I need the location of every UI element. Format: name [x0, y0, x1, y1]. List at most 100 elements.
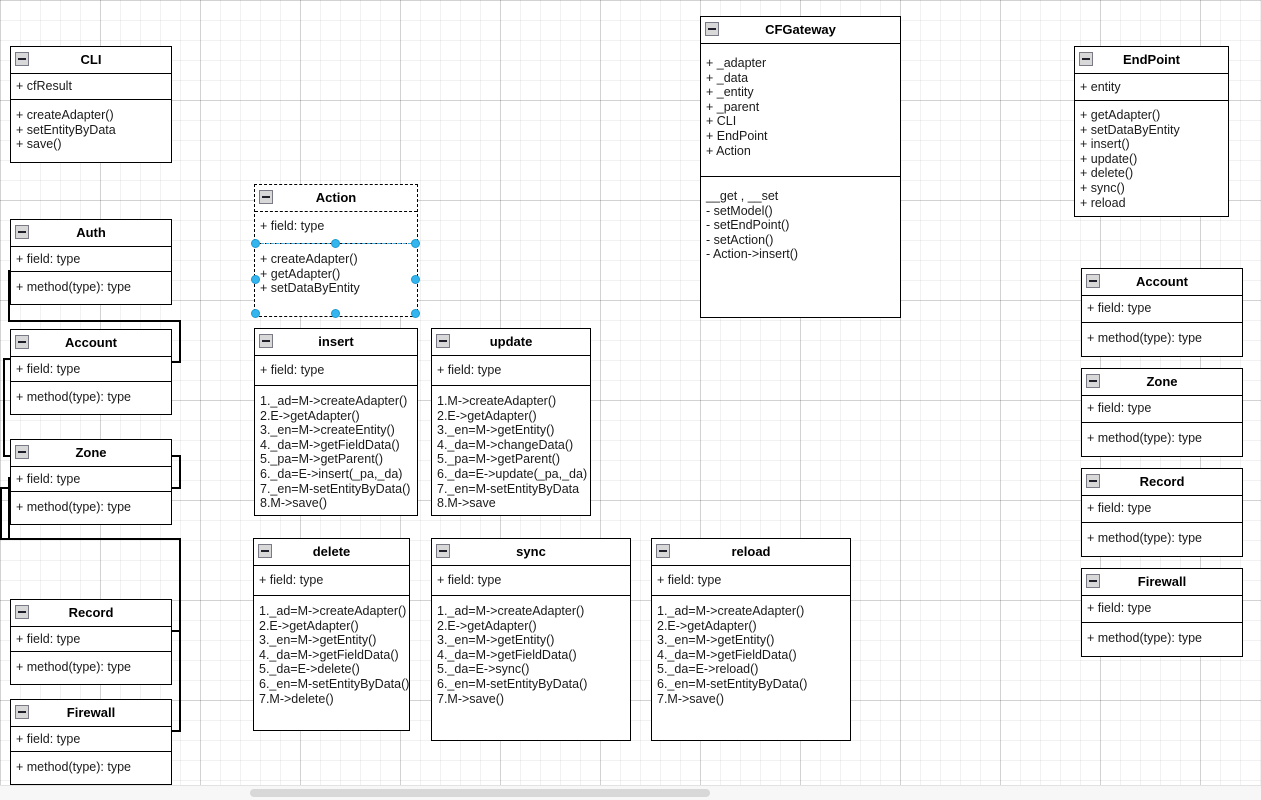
class-name-insert: insert: [318, 334, 354, 349]
method-row: 6._da=E->update(_pa,_da): [437, 466, 588, 481]
connector-auth-parent-v: [8, 270, 10, 322]
collapse-minus-icon[interactable]: [259, 334, 273, 348]
class-fields-zone-right: + field: type: [1082, 396, 1242, 423]
collapse-minus-icon[interactable]: [15, 705, 29, 719]
class-box-firewall-left[interactable]: Firewall + field: type + method(type): t…: [10, 699, 172, 785]
collapse-minus-icon[interactable]: [15, 445, 29, 459]
horizontal-scrollbar-thumb[interactable]: [250, 789, 710, 797]
class-box-action[interactable]: Action + field: type + createAdapter() +…: [254, 184, 418, 317]
class-box-record-left[interactable]: Record + field: type + method(type): typ…: [10, 599, 172, 685]
class-methods-cli: + createAdapter() + setEntityByData + sa…: [11, 100, 171, 158]
class-box-update[interactable]: update + field: type 1.M->createAdapter(…: [431, 328, 591, 516]
class-box-delete[interactable]: delete + field: type 1._ad=M->createAdap…: [253, 538, 410, 731]
class-fields-record-right: + field: type: [1082, 496, 1242, 523]
field-row: + EndPoint: [706, 128, 768, 143]
collapse-minus-icon[interactable]: [436, 544, 450, 558]
class-box-record-right[interactable]: Record + field: type + method(type): typ…: [1081, 468, 1243, 557]
class-methods-account-right: + method(type): type: [1082, 323, 1242, 352]
class-name-account-left: Account: [65, 335, 117, 350]
collapse-minus-icon[interactable]: [1086, 474, 1100, 488]
class-box-account-left[interactable]: Account + field: type + method(type): ty…: [10, 329, 172, 415]
field-row: + _data: [706, 70, 749, 85]
method-row: 2.E->getAdapter(): [260, 408, 360, 423]
method-row: - Action->insert(): [706, 247, 799, 262]
collapse-minus-icon[interactable]: [1086, 374, 1100, 388]
class-box-firewall-right[interactable]: Firewall + field: type + method(type): t…: [1081, 568, 1243, 657]
field-row: + field: type: [260, 363, 325, 377]
method-row: 3._en=M->createEntity(): [260, 423, 395, 438]
field-row: + CLI: [706, 114, 737, 129]
class-box-cfgateway[interactable]: CFGateway + _adapter + _data + _entity +…: [700, 16, 901, 318]
class-box-auth[interactable]: Auth + field: type + method(type): type: [10, 219, 172, 305]
field-row: + cfResult: [16, 79, 72, 93]
resize-handle-nw[interactable]: [251, 239, 260, 248]
class-title-action: Action: [255, 185, 417, 212]
class-name-record-left: Record: [68, 605, 114, 620]
class-name-action: Action: [315, 190, 357, 205]
collapse-minus-icon[interactable]: [15, 52, 29, 66]
horizontal-scrollbar-track[interactable]: [0, 785, 1261, 800]
collapse-minus-icon[interactable]: [1086, 274, 1100, 288]
field-row: + field: type: [1087, 601, 1152, 615]
collapse-minus-icon[interactable]: [436, 334, 450, 348]
resize-handle-s[interactable]: [331, 309, 340, 318]
class-title-record-right: Record: [1082, 469, 1242, 496]
class-name-record-right: Record: [1139, 474, 1185, 489]
collapse-minus-icon[interactable]: [1086, 574, 1100, 588]
collapse-minus-icon[interactable]: [15, 225, 29, 239]
resize-handle-w[interactable]: [251, 275, 260, 284]
collapse-minus-icon[interactable]: [1079, 52, 1093, 66]
class-box-insert[interactable]: insert + field: type 1._ad=M->createAdap…: [254, 328, 418, 516]
class-title-delete: delete: [254, 539, 409, 566]
resize-handle-se[interactable]: [411, 309, 420, 318]
class-box-account-right[interactable]: Account + field: type + method(type): ty…: [1081, 268, 1243, 357]
method-row: + insert(): [1080, 137, 1130, 152]
method-row: 3._en=M->getEntity(): [437, 423, 555, 438]
collapse-minus-icon[interactable]: [656, 544, 670, 558]
class-box-cli[interactable]: CLI + cfResult + createAdapter() + setEn…: [10, 46, 172, 163]
resize-handle-n[interactable]: [331, 239, 340, 248]
resize-handle-ne[interactable]: [411, 239, 420, 248]
class-box-zone-right[interactable]: Zone + field: type + method(type): type: [1081, 368, 1243, 457]
method-row: 4._da=M->getFieldData(): [260, 437, 400, 452]
method-row: + getAdapter(): [260, 266, 341, 281]
class-box-zone-left[interactable]: Zone + field: type + method(type): type: [10, 439, 172, 525]
resize-handle-e[interactable]: [411, 275, 420, 284]
method-row: + method(type): type: [16, 390, 131, 404]
class-methods-update: 1.M->createAdapter() 2.E->getAdapter() 3…: [432, 386, 590, 517]
class-title-account-right: Account: [1082, 269, 1242, 296]
class-box-endpoint[interactable]: EndPoint + entity + getAdapter() + setDa…: [1074, 46, 1229, 217]
collapse-minus-icon[interactable]: [705, 22, 719, 36]
collapse-minus-icon[interactable]: [258, 544, 272, 558]
method-row: + reload: [1080, 195, 1126, 210]
field-row: + field: type: [16, 472, 81, 486]
field-row: + field: type: [437, 573, 502, 587]
method-row: + setDataByEntity: [1080, 122, 1180, 137]
class-fields-firewall-right: + field: type: [1082, 596, 1242, 623]
class-fields-auth: + field: type: [11, 247, 171, 272]
method-row: + delete(): [1080, 166, 1134, 181]
collapse-minus-icon[interactable]: [15, 335, 29, 349]
field-row: + field: type: [260, 219, 325, 233]
field-row: + field: type: [1087, 401, 1152, 415]
method-row: 7._en=M-setEntityByData: [437, 481, 580, 496]
class-methods-sync: 1._ad=M->createAdapter() 2.E->getAdapter…: [432, 596, 630, 712]
collapse-minus-icon[interactable]: [15, 605, 29, 619]
class-fields-account-right: + field: type: [1082, 296, 1242, 323]
connector-zone-parent-a-v: [8, 477, 10, 539]
class-methods-endpoint: + getAdapter() + setDataByEntity + inser…: [1075, 101, 1228, 216]
collapse-minus-icon[interactable]: [259, 190, 273, 204]
method-row: 5._da=E->sync(): [437, 662, 530, 677]
method-row: + method(type): type: [1087, 431, 1202, 445]
field-row: + field: type: [16, 362, 81, 376]
resize-handle-sw[interactable]: [251, 309, 260, 318]
class-methods-action-selected[interactable]: + createAdapter() + getAdapter() + setDa…: [255, 244, 417, 302]
connector-firewall-child-h: [166, 730, 181, 732]
class-box-sync[interactable]: sync + field: type 1._ad=M->createAdapte…: [431, 538, 631, 741]
method-row: 4._da=M->getFieldData(): [657, 647, 797, 662]
class-methods-firewall-left: + method(type): type: [11, 752, 171, 781]
class-fields-delete: + field: type: [254, 566, 409, 596]
class-title-firewall-right: Firewall: [1082, 569, 1242, 596]
class-box-reload[interactable]: reload + field: type 1._ad=M->createAdap…: [651, 538, 851, 741]
